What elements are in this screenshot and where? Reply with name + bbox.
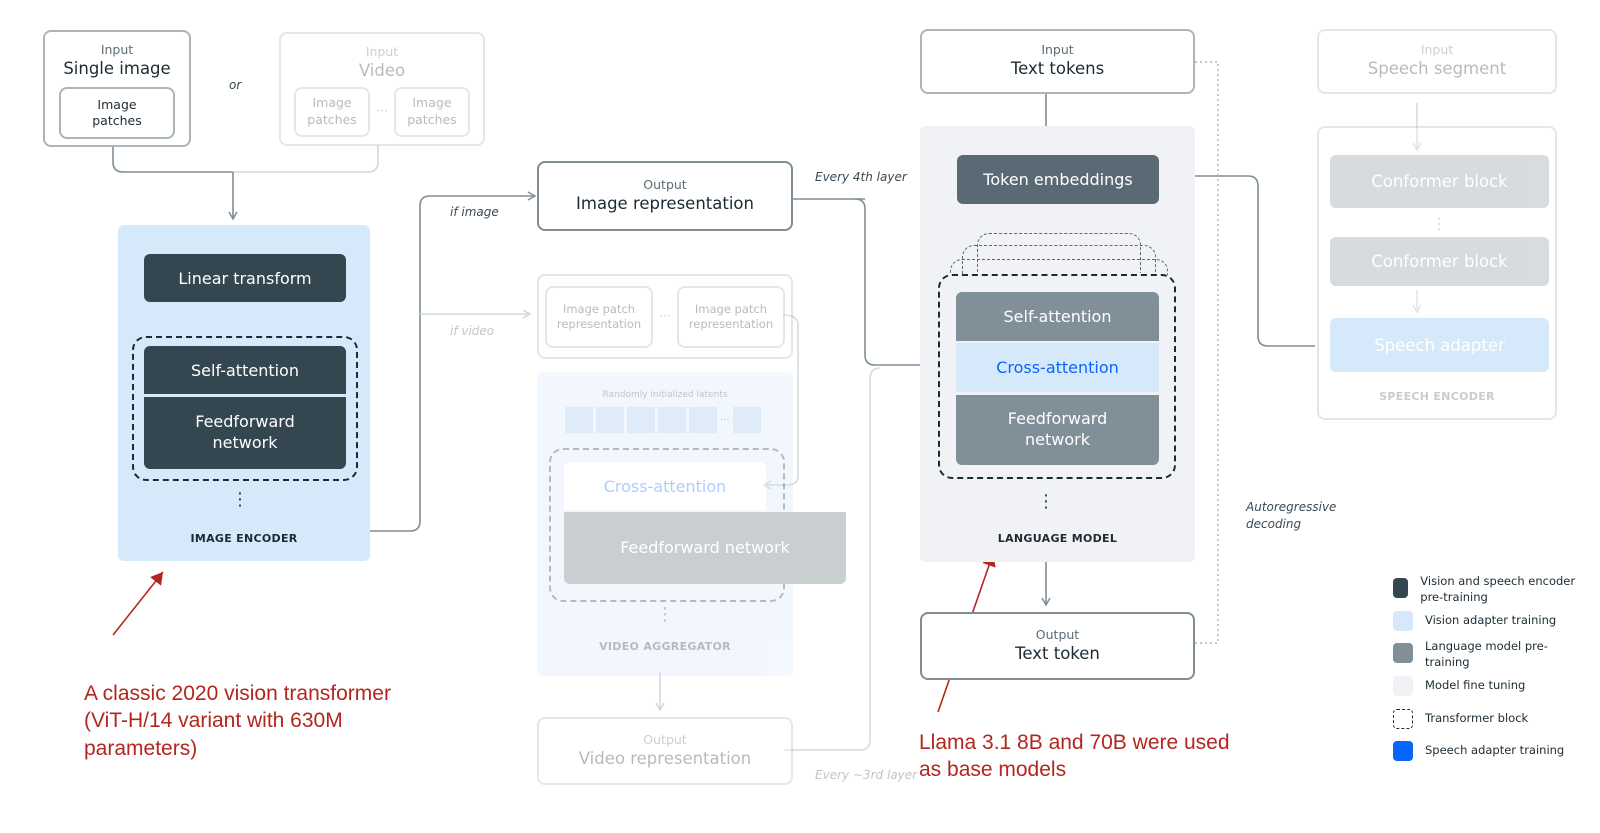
legend-swatch bbox=[1393, 676, 1413, 696]
legend-label: Language model pre-training bbox=[1425, 639, 1548, 669]
language-model-cross-attention: Cross-attention bbox=[956, 343, 1159, 392]
patch-rep-left: Image patch representation bbox=[545, 285, 654, 348]
single-image-caption: Input bbox=[100, 42, 134, 57]
llama-annotation: Llama 3.1 8B and 70B were used as base m… bbox=[919, 731, 1230, 782]
legend-swatch bbox=[1393, 741, 1413, 761]
video-representation-title: Video representation bbox=[578, 748, 752, 768]
language-model-ellipsis: ⋮ bbox=[1037, 490, 1055, 512]
speech-caption: Input bbox=[1420, 42, 1454, 58]
video-patches-left-label: Image patches bbox=[307, 95, 357, 127]
video-patches-right-label: Image patches bbox=[407, 95, 457, 127]
latent-square bbox=[658, 407, 686, 433]
video-aggregator-panel: Randomly initialized latents ··· Cross-a… bbox=[537, 372, 846, 676]
speech-adapter-block: Speech adapter bbox=[1330, 318, 1549, 372]
speech-input-box: Input Speech segment bbox=[1317, 29, 1557, 94]
legend-item: Vision adapter training bbox=[1393, 611, 1593, 643]
conformer-block-1: Conformer block bbox=[1330, 155, 1549, 208]
legend: Vision and speech encoder pre-training V… bbox=[1393, 574, 1593, 771]
speech-encoder-ellipsis: ⋮ bbox=[1431, 213, 1447, 233]
latents-label: Randomly initialized latents bbox=[602, 390, 728, 400]
every-3rd-layer-label: Every ~3rd layer bbox=[815, 768, 918, 782]
latent-square bbox=[689, 407, 717, 433]
legend-swatch bbox=[1393, 643, 1413, 663]
video-patches-left: Image patches bbox=[294, 86, 371, 137]
video-patches-right: Image patches bbox=[393, 86, 470, 137]
video-aggregator-feedforward: Feedforward network bbox=[564, 512, 846, 584]
image-representation-box: Output Image representation bbox=[537, 161, 793, 231]
every-4th-layer-label: Every 4th layer bbox=[815, 170, 907, 184]
text-tokens-title: Text tokens bbox=[1010, 59, 1105, 79]
patch-rep-dots: ··· bbox=[659, 308, 671, 324]
legend-label: Speech adapter training bbox=[1425, 743, 1565, 757]
legend-item: Speech adapter training bbox=[1393, 741, 1593, 771]
legend-label: Transformer block bbox=[1425, 711, 1529, 725]
patch-rep-right-label: Image patch representation bbox=[688, 301, 774, 331]
linear-transform-block: Linear transform bbox=[144, 254, 346, 302]
vit-annotation: A classic 2020 vision transformer (ViT-H… bbox=[84, 682, 391, 760]
text-tokens-input-box: Input Text tokens bbox=[920, 29, 1195, 94]
speech-encoder-label: SPEECH ENCODER bbox=[1379, 390, 1495, 403]
image-representation-title: Image representation bbox=[576, 193, 754, 213]
latent-square bbox=[627, 407, 655, 433]
video-aggregator-ellipsis: ⋮ bbox=[656, 603, 674, 625]
legend-item: Transformer block bbox=[1393, 709, 1593, 741]
legend-item: Model fine tuning bbox=[1393, 676, 1593, 709]
video-representation-box: Output Video representation bbox=[537, 717, 793, 785]
video-representation-caption: Output bbox=[643, 731, 687, 747]
speech-title: Speech segment bbox=[1367, 59, 1507, 79]
video-patches-dots: ··· bbox=[376, 103, 388, 119]
or-label: or bbox=[229, 78, 242, 92]
text-token-output-box: Output Text token bbox=[920, 612, 1195, 680]
legend-label: Vision adapter training bbox=[1425, 613, 1557, 627]
video-title: Video bbox=[358, 61, 406, 81]
text-token-output-title: Text token bbox=[1015, 643, 1100, 663]
text-token-output-caption: Output bbox=[1035, 626, 1080, 642]
autoregressive-decoding-label: Autoregressive decoding bbox=[1246, 500, 1337, 531]
conformer-block-2: Conformer block bbox=[1330, 237, 1549, 286]
image-encoder-ellipsis: ⋮ bbox=[231, 488, 249, 510]
image-patches-label: Image patches bbox=[92, 96, 142, 128]
patch-rep-right: Image patch representation bbox=[676, 285, 785, 348]
video-aggregator-transformer-block bbox=[549, 448, 785, 602]
video-aggregator-cross-attention: Cross-attention bbox=[564, 462, 766, 510]
single-image-input-box: Input Single image Image patches bbox=[43, 30, 191, 147]
latent-square bbox=[596, 407, 624, 433]
text-tokens-caption: Input bbox=[1041, 42, 1074, 58]
single-image-title: Single image bbox=[63, 59, 171, 79]
language-model-feedforward: Feedforward network bbox=[956, 395, 1159, 465]
latent-square bbox=[565, 407, 593, 433]
image-patches-box: Image patches bbox=[59, 86, 175, 139]
legend-item: Vision and speech encoder pre-training bbox=[1393, 574, 1593, 611]
image-representation-caption: Output bbox=[643, 176, 687, 192]
image-encoder-self-attention: Self-attention bbox=[144, 346, 346, 394]
stacked-block-back bbox=[977, 233, 1141, 273]
legend-swatch bbox=[1393, 709, 1413, 729]
patch-rep-left-label: Image patch representation bbox=[556, 301, 642, 331]
video-patch-representations-box: Image patch representation ··· Image pat… bbox=[537, 274, 793, 359]
stacked-block-mid bbox=[962, 245, 1156, 285]
video-aggregator-label: VIDEO AGGREGATOR bbox=[599, 640, 731, 653]
legend-swatch bbox=[1393, 578, 1409, 598]
video-input-box: Input Video Image patches ··· Image patc… bbox=[279, 32, 485, 146]
image-encoder-feedforward: Feedforward network bbox=[144, 397, 346, 469]
if-image-label: if image bbox=[450, 205, 499, 219]
latents-dots: ··· bbox=[720, 414, 730, 426]
if-video-label: if video bbox=[450, 324, 495, 338]
video-caption: Input bbox=[365, 44, 399, 59]
legend-swatch bbox=[1393, 611, 1413, 631]
latent-square bbox=[732, 407, 761, 433]
language-model-label: LANGUAGE MODEL bbox=[997, 531, 1118, 545]
image-encoder-label: IMAGE ENCODER bbox=[190, 531, 298, 545]
token-embeddings-block: Token embeddings bbox=[957, 155, 1159, 204]
legend-item: Language model pre-training bbox=[1393, 639, 1593, 676]
image-encoder-transformer-block bbox=[132, 336, 358, 481]
legend-label: Vision and speech encoder pre-training bbox=[1420, 574, 1576, 604]
language-model-self-attention: Self-attention bbox=[956, 292, 1159, 341]
legend-label: Model fine tuning bbox=[1425, 678, 1526, 692]
